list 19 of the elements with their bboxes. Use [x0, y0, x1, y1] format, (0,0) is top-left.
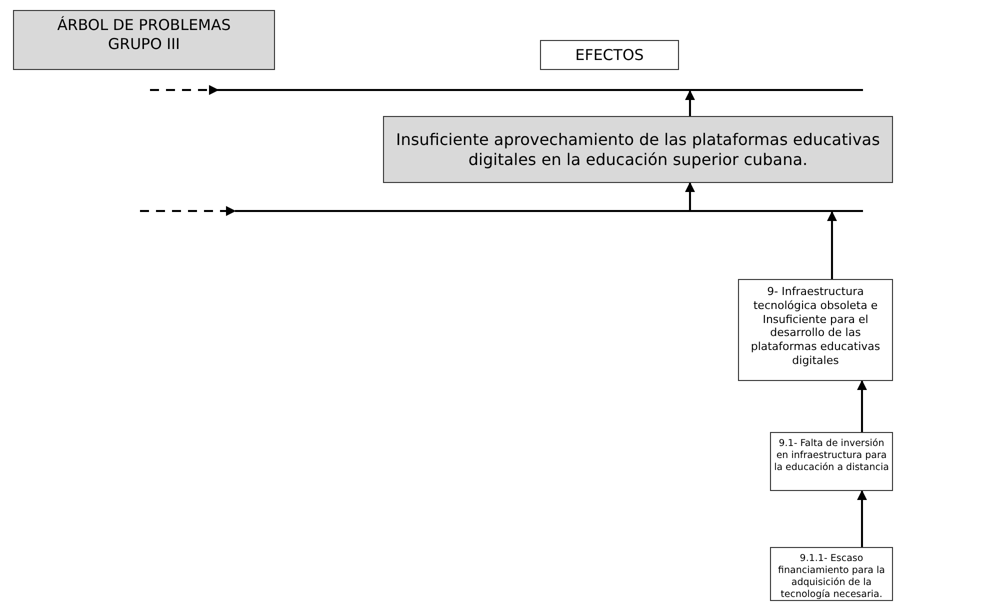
- arrow: [685, 182, 695, 210]
- box-text: 9.1.1- Escaso financiamiento para la adquisición de la tecnología necesaria.: [777, 553, 886, 600]
- arrow: [140, 206, 236, 216]
- box-text: EFECTOS: [575, 46, 644, 64]
- box-text: ÁRBOL DE PROBLEMAS GRUPO III: [56, 16, 232, 54]
- problem-box: [383, 116, 893, 183]
- cause-box: [770, 432, 893, 491]
- arrow: [857, 490, 867, 547]
- box-text: 9.1- Falta de inversión en infraestructura para la educación a distancia: [774, 438, 889, 474]
- box-text: 9- Infraestructura tecnológica obsoleta e Insuficiente para el desarrollo de las plataformas educativas digitales: [750, 285, 882, 368]
- arrow: [857, 380, 867, 432]
- cause-box: [738, 279, 893, 381]
- title-box: [13, 10, 275, 70]
- section-label-box: [540, 40, 679, 70]
- cause-box: [770, 547, 893, 601]
- arrow: [827, 211, 837, 279]
- arrow: [685, 90, 695, 116]
- box-text: Insuficiente aprovechamiento de las plataformas educativas digitales en la educación superior cubana.: [396, 130, 880, 170]
- arrow: [150, 85, 219, 95]
